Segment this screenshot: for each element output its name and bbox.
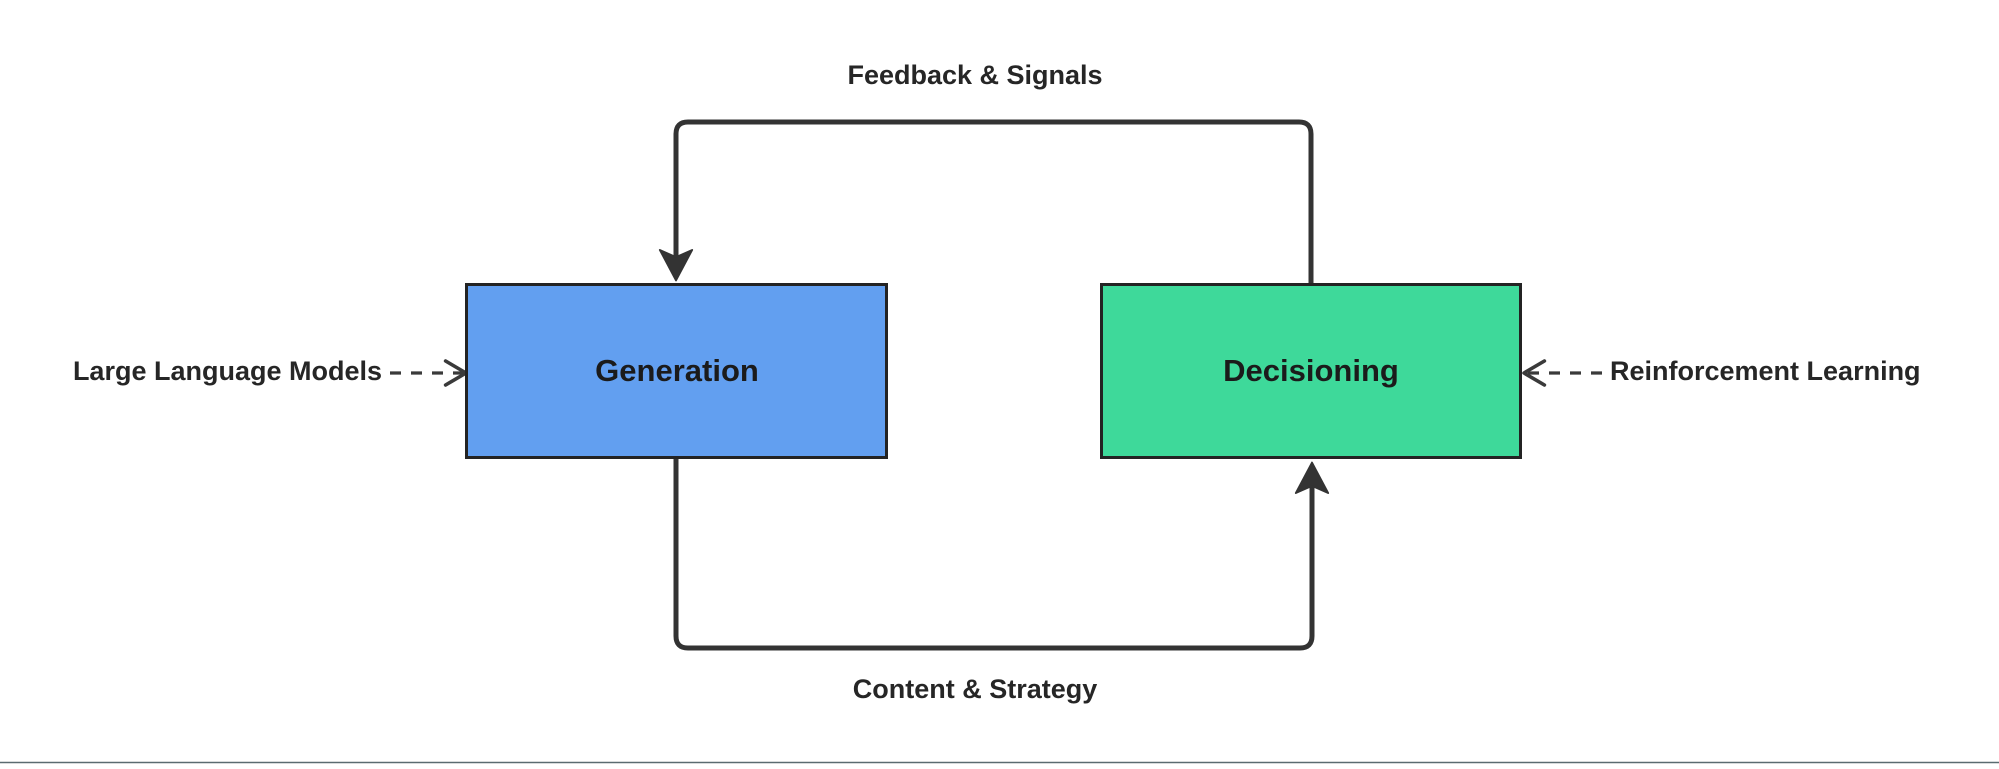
- edge-label-reinforcement-learning: Reinforcement Learning: [1610, 356, 1921, 386]
- edge-label-content-strategy: Content & Strategy: [853, 674, 1098, 704]
- node-generation[interactable]: Generation: [465, 283, 888, 459]
- node-generation-rect[interactable]: [465, 283, 888, 459]
- edge-label-large-language-models: Large Language Models: [73, 356, 382, 386]
- edge-content-strategy: [673, 459, 1330, 651]
- edge-feedback-signals: [658, 119, 1314, 283]
- edge-label-feedback-signals: Feedback & Signals: [847, 60, 1102, 90]
- node-decisioning[interactable]: Decisioning: [1100, 283, 1522, 459]
- edge-feedback-signals-path: [658, 119, 1314, 283]
- edge-content-strategy-path: [673, 459, 1330, 651]
- node-decisioning-label: Decisioning: [1223, 353, 1399, 388]
- node-generation-label: Generation: [595, 353, 759, 388]
- node-decisioning-rect[interactable]: [1100, 283, 1522, 459]
